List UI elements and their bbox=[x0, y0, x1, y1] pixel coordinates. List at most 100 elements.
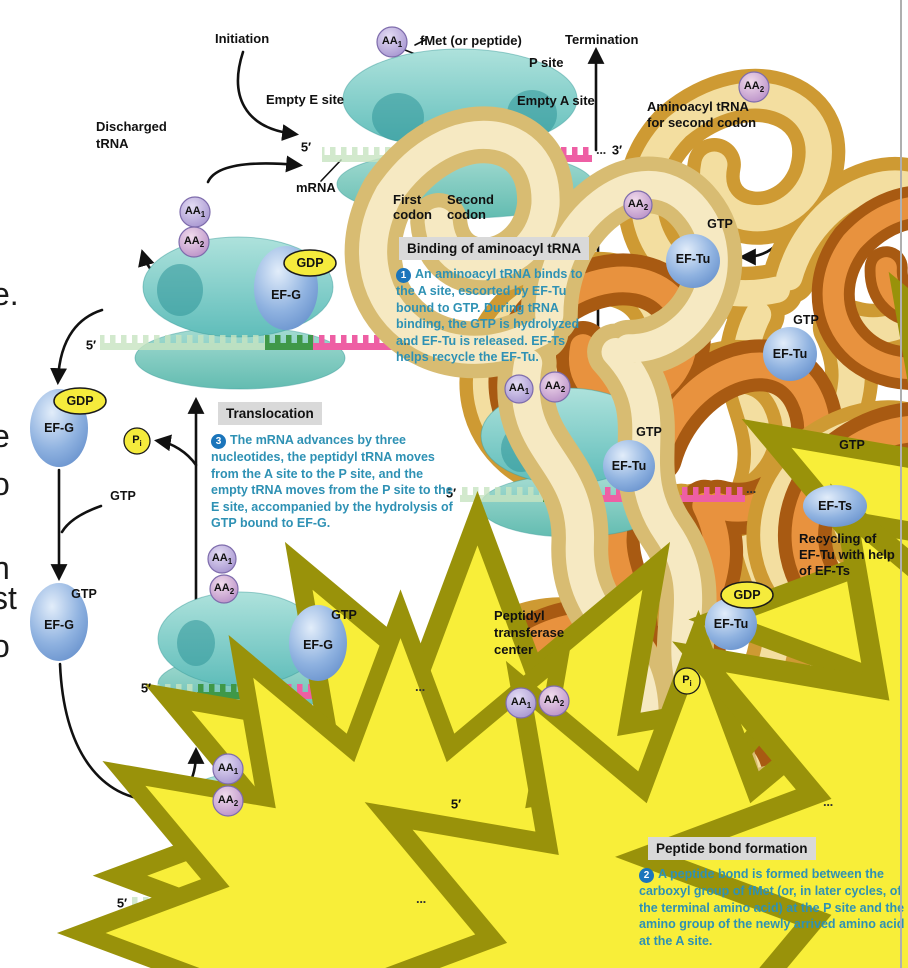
step-number-badge: 2 bbox=[639, 868, 654, 883]
arrow-cycle-return bbox=[206, 155, 304, 184]
pi-circle bbox=[123, 427, 151, 455]
mrna-continuation: ··· bbox=[596, 145, 607, 161]
ef-tu-label: EF-Tu bbox=[611, 459, 647, 473]
amino-acids bbox=[178, 26, 770, 817]
aa2-circle bbox=[212, 785, 244, 817]
aa1-label: AA1 bbox=[510, 695, 532, 711]
empty-a-site-label: Empty A site bbox=[517, 93, 595, 108]
aa1-circle bbox=[505, 687, 537, 719]
aa2-label: AA2 bbox=[213, 581, 235, 597]
binding-step-heading: Binding of aminoacyl tRNA bbox=[399, 237, 590, 260]
ef-tu-blob bbox=[763, 327, 817, 381]
aa2-circle bbox=[738, 71, 770, 103]
aa2-circle bbox=[623, 190, 653, 220]
termination-label: Termination bbox=[565, 32, 639, 47]
aa1-label: AA1 bbox=[211, 551, 233, 567]
aa1-circle bbox=[212, 753, 244, 785]
five-prime-label: 5′ bbox=[116, 895, 128, 911]
ef-g-label: EF-G bbox=[44, 618, 74, 632]
ef-tu-label: EF-Tu bbox=[713, 617, 749, 631]
edge-text-fragment: n bbox=[0, 550, 10, 586]
ef-tu-blob bbox=[603, 440, 655, 492]
page-border-line bbox=[900, 0, 902, 968]
ef-tu-blob bbox=[705, 598, 757, 650]
five-prime-label: 5′ bbox=[300, 139, 312, 155]
initiation-label: Initiation bbox=[215, 31, 270, 46]
gdp-ellipse bbox=[720, 581, 774, 609]
aa1-label: AA1 bbox=[381, 34, 403, 50]
gdp-ellipse bbox=[283, 249, 337, 277]
gdp-label: GDP bbox=[733, 588, 761, 602]
edge-text-fragment: o bbox=[0, 628, 10, 664]
fmet-label: fMet (or peptide) bbox=[420, 33, 522, 48]
gtp-label: GTP bbox=[707, 217, 733, 231]
aa2-label: AA2 bbox=[743, 79, 765, 95]
arrow-gtp-join-efg bbox=[60, 504, 103, 534]
ef-g-blob bbox=[30, 583, 88, 661]
aa1-circle bbox=[376, 26, 408, 58]
five-prime-label: 5′ bbox=[450, 796, 462, 812]
gdp-label: GDP bbox=[66, 394, 94, 408]
edge-text-fragment: e. bbox=[0, 276, 19, 312]
ef-ts-blob bbox=[803, 485, 867, 527]
mrna-continuation: ··· bbox=[416, 894, 427, 910]
mrna-continuation: ··· bbox=[400, 336, 411, 352]
five-prime-label: 5′ bbox=[140, 680, 152, 696]
empty-e-site-well bbox=[372, 93, 424, 141]
gdp-label: GDP bbox=[296, 256, 324, 270]
pi-label: Pi bbox=[682, 673, 692, 689]
p-site-label: P site bbox=[529, 55, 564, 70]
step-number-badge: 1 bbox=[396, 268, 411, 283]
aa2-label: AA2 bbox=[183, 234, 205, 250]
mrna-strand bbox=[100, 335, 400, 350]
mrna-pointer bbox=[320, 159, 342, 182]
ef-tu-label: EF-Tu bbox=[675, 252, 711, 266]
gtp-label: GTP bbox=[793, 313, 819, 327]
edge-text-fragment: st bbox=[0, 580, 17, 616]
mrna-continuation: ··· bbox=[746, 484, 757, 500]
ef-tu-label: EF-Tu bbox=[772, 347, 808, 361]
ef-g-label: EF-G bbox=[44, 421, 74, 435]
three-prime-label: 3′ bbox=[611, 142, 623, 158]
gtp-label: GTP bbox=[636, 425, 662, 439]
ef-g-blob bbox=[289, 605, 347, 681]
phosphates bbox=[123, 427, 701, 695]
aa1-label: AA1 bbox=[184, 204, 206, 220]
edge-text-fragment: e bbox=[0, 418, 10, 454]
edge-text-fragment: o bbox=[0, 466, 10, 502]
arrow-pi-release-left bbox=[153, 434, 198, 467]
aa1-circle bbox=[504, 374, 534, 404]
ef-g-label: EF-G bbox=[303, 638, 333, 652]
aa2-circle bbox=[178, 226, 210, 258]
aa2-label: AA2 bbox=[217, 793, 239, 809]
mrna-continuation: ··· bbox=[415, 682, 426, 698]
aa2-label: AA2 bbox=[543, 693, 565, 709]
aa2-circle bbox=[538, 685, 570, 717]
gtp-label: GTP bbox=[839, 438, 865, 452]
aa2-label: AA2 bbox=[544, 379, 566, 395]
mrna-label: mRNA bbox=[296, 180, 336, 195]
gtp-label: GTP bbox=[110, 489, 136, 503]
aa1-label: AA1 bbox=[217, 761, 239, 777]
peptide-bond-step-heading: Peptide bond formation bbox=[648, 837, 816, 860]
translocation-step-heading: Translocation bbox=[218, 402, 322, 425]
arrow-initiation bbox=[236, 50, 300, 141]
gtp-label: GTP bbox=[331, 608, 357, 622]
gdp-ellipse bbox=[53, 387, 107, 415]
fmet-pointer bbox=[414, 39, 426, 46]
empty-e-site-label: Empty E site bbox=[266, 92, 345, 107]
aa2-circle bbox=[209, 574, 239, 604]
ef-ts-label: EF-Ts bbox=[818, 499, 852, 513]
mrna-continuation: ··· bbox=[823, 797, 834, 813]
ef-tu-blob bbox=[666, 234, 720, 288]
pi-label: Pi bbox=[132, 433, 142, 449]
